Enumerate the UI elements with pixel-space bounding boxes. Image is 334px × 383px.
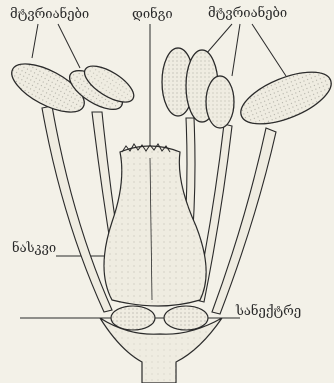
stamens-left-label: მტვრიანები <box>10 8 89 21</box>
nectary-label: სანექტრე <box>236 305 301 318</box>
style-label: დინგი <box>132 8 173 21</box>
receptacle <box>100 318 222 383</box>
stamens-right-label: მტვრიანები <box>208 7 287 20</box>
ovary-label: ნასკვი <box>12 242 56 255</box>
